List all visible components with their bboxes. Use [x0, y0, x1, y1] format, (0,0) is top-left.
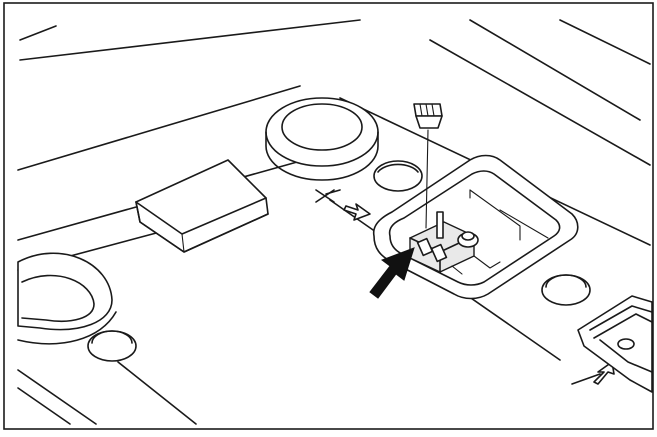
fuse-socket — [409, 221, 501, 275]
round-boss-left — [17, 252, 117, 345]
rectangular-pad — [135, 159, 269, 253]
side-bracket — [577, 295, 653, 393]
round-boss-large — [265, 97, 379, 181]
pointer-arrow-icon — [369, 247, 415, 299]
round-hole-left — [87, 330, 137, 362]
unlock-cross-arrow-icon — [315, 189, 371, 221]
lower-edge-lines — [17, 361, 197, 425]
fuse-blade — [413, 103, 444, 239]
round-hole-right — [541, 274, 591, 306]
round-hole-small — [373, 160, 423, 192]
